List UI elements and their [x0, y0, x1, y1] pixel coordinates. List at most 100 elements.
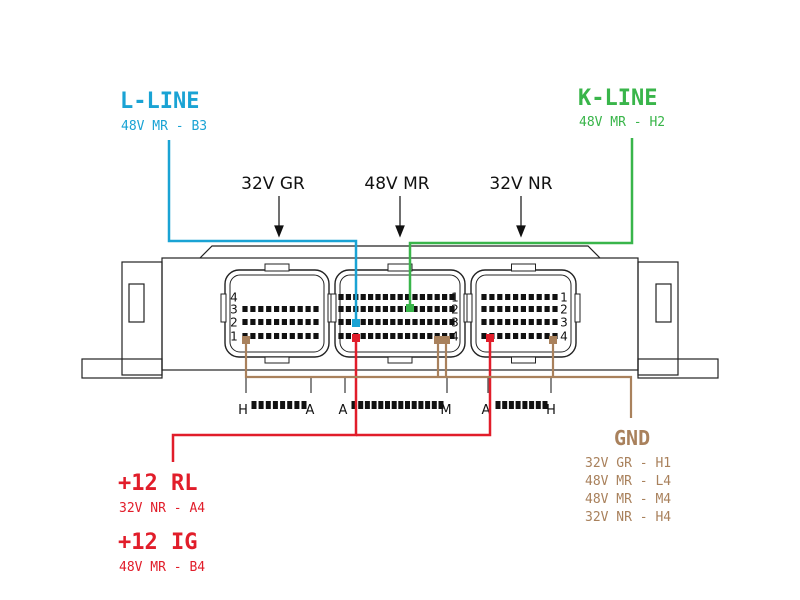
connector-pin	[536, 333, 542, 339]
connector-pin	[513, 333, 519, 339]
ig-sub: 48V MR - B4	[119, 560, 205, 575]
connector-pin	[266, 319, 272, 325]
connector-pin	[313, 306, 319, 312]
connector-left-notch	[466, 293, 473, 323]
connector-pin	[489, 306, 495, 312]
connector-pin	[536, 306, 542, 312]
connector-pin	[520, 294, 526, 300]
connector-pin	[289, 333, 295, 339]
connector-pin	[505, 306, 511, 312]
connector-pin	[375, 333, 381, 339]
column-scale-mark	[371, 401, 377, 409]
connector-pin	[345, 319, 351, 325]
connector-pin	[481, 319, 487, 325]
connector-pin	[274, 333, 280, 339]
connector-pin	[544, 333, 550, 339]
connector-pin	[497, 294, 503, 300]
connector-pin	[250, 306, 256, 312]
connector-pin	[390, 319, 396, 325]
connector-pin	[442, 306, 448, 312]
connector-pin	[552, 294, 558, 300]
column-scale-mark	[294, 401, 300, 409]
connector-pin	[552, 319, 558, 325]
ig-title: +12 IG	[118, 530, 197, 555]
connector-pin	[258, 306, 264, 312]
connector-pin	[528, 306, 534, 312]
connector-pin	[242, 306, 248, 312]
connector-pin	[368, 294, 374, 300]
connector-pin	[427, 306, 433, 312]
connector-pin	[368, 333, 374, 339]
connector-pin	[520, 333, 526, 339]
connector-left-notch	[220, 293, 227, 323]
connector-name-32v-gr: 32V GR	[241, 174, 305, 194]
connector-pin	[242, 319, 248, 325]
gnd-pin-highlight	[242, 336, 250, 344]
ecu-left-bracket	[121, 261, 163, 376]
connector-pin	[449, 319, 455, 325]
column-scale-mark	[529, 401, 535, 409]
l-line-title: L-LINE	[120, 89, 199, 114]
rl-pin-highlight	[486, 334, 494, 342]
connector-pin	[544, 306, 550, 312]
connector-pin	[449, 333, 455, 339]
connector-pin	[375, 319, 381, 325]
gnd-pin-highlight	[549, 336, 557, 344]
column-scale-mark	[542, 401, 548, 409]
connector-pin	[412, 294, 418, 300]
connector-pin	[274, 319, 280, 325]
connector-pin	[305, 319, 311, 325]
column-letter-right: A	[306, 403, 315, 418]
connector-pin	[505, 333, 511, 339]
rl-title: +12 RL	[118, 471, 197, 496]
k-line-pin-highlight	[406, 304, 414, 312]
connector-pin	[544, 294, 550, 300]
connector-pin	[360, 333, 366, 339]
connector-pin	[449, 294, 455, 300]
connector-pin	[419, 319, 425, 325]
connector-row-number: 4	[230, 291, 238, 305]
connector-pin	[382, 333, 388, 339]
connector-pin	[258, 333, 264, 339]
rl-sub: 32V NR - A4	[119, 501, 205, 516]
connector-pin	[513, 319, 519, 325]
connector-pin	[489, 294, 495, 300]
connector-pin	[345, 333, 351, 339]
connector-pin	[489, 319, 495, 325]
column-scale-mark	[301, 401, 307, 409]
connector-pin	[544, 319, 550, 325]
connector-row-number: 1	[230, 330, 238, 344]
connector-pin	[382, 294, 388, 300]
connector-pin	[250, 333, 256, 339]
connector-pin	[419, 333, 425, 339]
connector-pin	[375, 294, 381, 300]
column-scale-mark	[515, 401, 521, 409]
connector-row-number: 1	[560, 291, 568, 305]
connector-pin	[513, 306, 519, 312]
connector-pin	[360, 319, 366, 325]
connector-pin	[305, 306, 311, 312]
connector-top-latch	[264, 263, 290, 272]
connector-pin	[405, 333, 411, 339]
connector-pin	[412, 319, 418, 325]
connector-pin	[266, 306, 272, 312]
connector-pin	[397, 294, 403, 300]
connector-right-notch	[574, 293, 581, 323]
l-line-wire	[167, 140, 358, 323]
connector-pin	[375, 306, 381, 312]
connector-pin	[505, 294, 511, 300]
connector-row-number: 2	[451, 303, 459, 317]
connector-pin	[305, 333, 311, 339]
connector-pin	[513, 294, 519, 300]
k-line-sub: 48V MR - H2	[579, 115, 665, 130]
connector-pin	[497, 306, 503, 312]
connector-pin	[338, 333, 344, 339]
connector-pin	[382, 319, 388, 325]
connector-bottom-latch	[387, 356, 413, 364]
connector-bottom-latch	[511, 356, 536, 364]
connector-name-48v-mr: 48V MR	[364, 174, 429, 194]
connector-pin	[397, 319, 403, 325]
